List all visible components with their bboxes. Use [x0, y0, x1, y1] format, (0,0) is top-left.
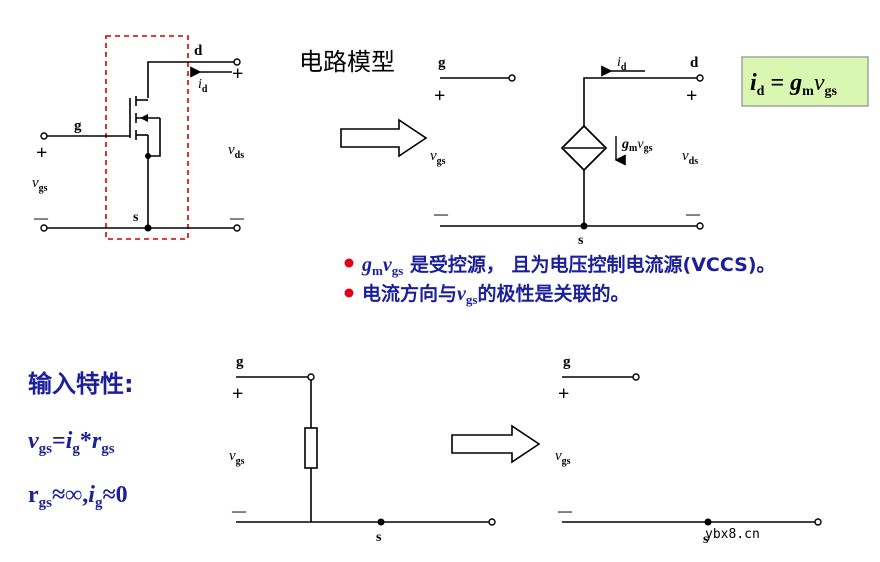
source-right-terminal[interactable]	[233, 224, 241, 232]
input-heading: 输入特性:	[28, 370, 134, 398]
vgs-label: vgs	[32, 175, 48, 194]
model-id-label: id	[617, 55, 627, 73]
formula-box-bg	[741, 56, 869, 107]
model-vds-label: vds	[682, 148, 698, 167]
input-circuit-open: g s + — vgs	[555, 354, 822, 547]
drain-wire	[147, 61, 237, 98]
input-eq2: rgs≈∞,ig≈0	[28, 482, 128, 511]
in2-source-node	[704, 518, 712, 526]
model-label-d: d	[690, 55, 699, 71]
in1-minus: —	[231, 504, 247, 519]
model-gate-plus: +	[434, 85, 445, 107]
source-node	[144, 224, 152, 232]
in1-label-g: g	[236, 354, 244, 370]
in1-vgs-label: vgs	[229, 448, 245, 467]
model-drain-plus: +	[686, 85, 697, 107]
right-minus: —	[229, 211, 245, 226]
model-vgs-label: vgs	[430, 148, 446, 167]
formula-box: id = gmvgs	[741, 56, 869, 107]
bullet-dot-1	[344, 258, 354, 268]
gate-terminal[interactable]	[40, 132, 48, 140]
mosfet-dashed-box	[105, 35, 189, 240]
bullet-dot-2	[344, 288, 354, 298]
model-drain-terminal[interactable]	[696, 74, 704, 82]
formula-text: id = gmvgs	[750, 70, 837, 99]
in2-vgs-label: vgs	[555, 448, 571, 467]
left-minus: —	[33, 211, 49, 226]
mosfet-circuit: g d s + + — — id vgs vds	[32, 35, 245, 240]
input-eq1: vgs=ig*rgs	[28, 428, 115, 457]
body-source-tie	[148, 118, 161, 157]
in1-label-s: s	[376, 530, 382, 545]
source-left-terminal[interactable]	[40, 224, 48, 232]
watermark: ybx8.cn	[705, 527, 760, 542]
model-label-g: g	[438, 55, 446, 71]
label-d: d	[194, 43, 203, 59]
bullet-list: gmvgs 是受控源， 且为电压控制电流源(VCCS)。 电流方向与vgs的极性…	[344, 253, 776, 307]
model-gate-terminal[interactable]	[508, 74, 516, 82]
input-circuit-resistor: g s + — vgs	[229, 354, 496, 545]
bullet-2-text: 电流方向与vgs的极性是关联的。	[362, 282, 629, 307]
in1-source-node	[377, 518, 385, 526]
in1-gate-terminal[interactable]	[307, 373, 315, 381]
in2-label-s: s	[703, 532, 709, 547]
in1-right-terminal[interactable]	[488, 518, 496, 526]
model-right-minus: —	[685, 207, 701, 222]
model-label-s: s	[578, 233, 584, 248]
arrow-right-icon	[340, 118, 428, 158]
resistor-icon	[304, 427, 318, 469]
model-right-terminal[interactable]	[696, 222, 704, 230]
in1-plus: +	[232, 383, 243, 405]
model-source-node	[580, 222, 588, 230]
id-label: id	[198, 77, 208, 95]
drain-plus: +	[232, 63, 243, 85]
vds-label: vds	[228, 142, 244, 161]
in2-right-terminal[interactable]	[814, 518, 822, 526]
drain-terminal[interactable]	[233, 58, 241, 66]
arrow-right-icon-2	[451, 424, 541, 464]
in2-minus: —	[557, 504, 573, 519]
model-title: 电路模型	[299, 48, 395, 76]
gate-plus: +	[36, 142, 47, 164]
in2-label-g: g	[563, 354, 571, 370]
in2-plus: +	[558, 383, 569, 405]
model-drain-wire	[583, 77, 700, 126]
body-node	[145, 153, 151, 159]
in2-gate-terminal[interactable]	[632, 373, 640, 381]
label-s: s	[133, 210, 139, 225]
model-gm-label: gmvgs	[621, 137, 653, 154]
label-g: g	[74, 118, 82, 134]
model-left-minus: —	[433, 207, 449, 222]
input-section: 输入特性: vgs=ig*rgs rgs≈∞,ig≈0 g s + — vgs	[28, 354, 822, 547]
bullet-1-text: gmvgs 是受控源， 且为电压控制电流源(VCCS)。	[361, 253, 776, 278]
body-arrow	[140, 114, 148, 122]
model-circuit: 电路模型 g d s + + — — id gmvgs vgs vds	[299, 48, 704, 248]
